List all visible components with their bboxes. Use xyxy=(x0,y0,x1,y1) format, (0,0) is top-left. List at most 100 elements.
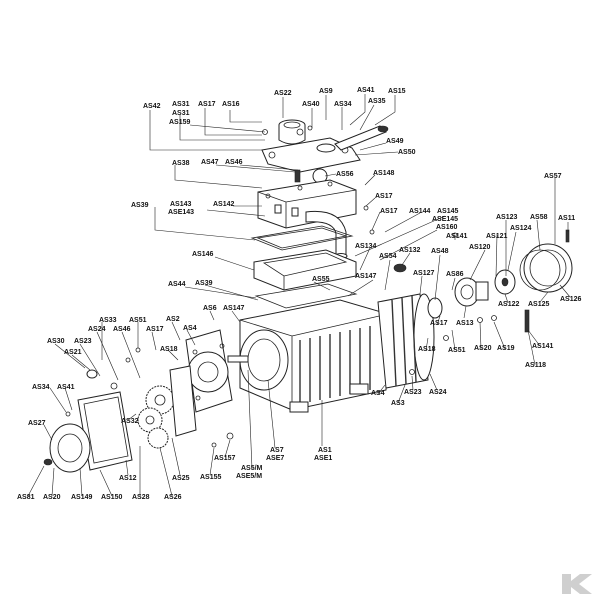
label-AS143: AS143 xyxy=(170,201,192,208)
label-AS23: AS23 xyxy=(74,338,92,345)
label-AS16: AS16 xyxy=(222,101,240,108)
label-AS46: AS46 xyxy=(113,326,131,333)
label-AS6: AS6 xyxy=(203,305,217,312)
lever xyxy=(334,125,387,151)
label-AS41: AS41 xyxy=(57,384,75,391)
label-AS51: AS51 xyxy=(448,347,466,354)
label-AS41: AS41 xyxy=(357,87,375,94)
label-AS2: AS2 xyxy=(166,316,180,323)
label-AS51: AS51 xyxy=(129,317,147,324)
label-AS15: AS15 xyxy=(388,88,406,95)
label-AS120: AS120 xyxy=(469,244,491,251)
rear-ring xyxy=(519,243,573,293)
label-AS39: AS39 xyxy=(195,280,213,287)
label-AS22: AS22 xyxy=(274,90,292,97)
gasket-upper xyxy=(250,225,354,251)
label-AS46: AS46 xyxy=(225,159,243,166)
label-AS35: AS35 xyxy=(368,98,386,105)
label-AS155: AS155 xyxy=(200,474,222,481)
label-AS42: AS42 xyxy=(143,103,161,110)
label-AS145: AS145 xyxy=(437,208,459,215)
label-AS55: AS55 xyxy=(312,276,330,283)
label-AS47: AS47 xyxy=(201,159,219,166)
label-AS150: AS150 xyxy=(101,494,123,501)
label-AS141: AS141 xyxy=(446,233,468,240)
label-AS26: AS26 xyxy=(164,494,182,501)
label-AS50: AS50 xyxy=(398,149,416,156)
label-ASE7: ASE7 xyxy=(266,455,284,462)
gear-set xyxy=(137,365,197,449)
filler-cap xyxy=(278,119,306,145)
label-AS39: AS39 xyxy=(131,202,149,209)
label-AS13: AS13 xyxy=(456,320,474,327)
label-AS134: AS134 xyxy=(355,243,377,250)
label-AS27: AS27 xyxy=(28,420,46,427)
frame xyxy=(253,249,357,291)
label-AS17: AS17 xyxy=(198,101,216,108)
bearing-assembly xyxy=(454,269,516,307)
brand-logo-mark xyxy=(562,574,592,594)
label-AS23: AS23 xyxy=(404,389,422,396)
label-AS146: AS146 xyxy=(192,251,214,258)
label-AS126: AS126 xyxy=(560,296,582,303)
brand-logo xyxy=(562,574,592,594)
callout-labels: AS42 AS31 AS17 AS16 AS31 AS159 AS22 AS9 … xyxy=(17,87,582,501)
label-AS31: AS31 xyxy=(172,110,190,117)
label-AS17: AS17 xyxy=(375,193,393,200)
label-AS49: AS49 xyxy=(386,138,404,145)
label-ASE5M: ASE5/M xyxy=(236,473,262,480)
label-AS81: AS81 xyxy=(17,494,35,501)
label-AS142: AS142 xyxy=(213,201,235,208)
label-AS132: AS132 xyxy=(399,247,421,254)
label-AS20: AS20 xyxy=(43,494,61,501)
label-AS7: AS7 xyxy=(270,447,284,454)
label-AS25: AS25 xyxy=(172,475,190,482)
label-AS54: AS54 xyxy=(379,253,397,260)
label-AS125: AS125 xyxy=(528,301,550,308)
label-AS40: AS40 xyxy=(302,101,320,108)
label-AS17: AS17 xyxy=(380,208,398,215)
label-AS48: AS48 xyxy=(431,248,449,255)
label-AS141: AS141 xyxy=(532,343,554,350)
gasket-lower xyxy=(254,283,358,309)
label-AS20: AS20 xyxy=(474,345,492,352)
label-AS24: AS24 xyxy=(88,326,106,333)
label-AS124: AS124 xyxy=(510,225,532,232)
label-AS31: AS31 xyxy=(172,101,190,108)
label-AS147: AS147 xyxy=(355,273,377,280)
label-AS9: AS9 xyxy=(319,88,333,95)
label-ASE1: ASE1 xyxy=(314,455,332,462)
label-AS148: AS148 xyxy=(373,170,395,177)
label-AS149: AS149 xyxy=(71,494,93,501)
main-housing xyxy=(227,299,389,413)
label-AS28: AS28 xyxy=(132,494,150,501)
part-drawings xyxy=(43,119,573,473)
label-AS4: AS4 xyxy=(183,325,197,332)
label-AS86: AS86 xyxy=(446,271,464,278)
label-AS12: AS12 xyxy=(119,475,137,482)
label-AS11: AS11 xyxy=(558,215,575,222)
label-AS56: AS56 xyxy=(336,171,354,178)
label-AS58: AS58 xyxy=(530,214,548,221)
label-AS57: AS57 xyxy=(544,173,562,180)
label-AS38: AS38 xyxy=(172,160,190,167)
front-cover xyxy=(43,423,91,473)
label-AS160: AS160 xyxy=(436,224,458,231)
label-AS32: AS32 xyxy=(121,418,139,425)
label-AS34: AS34 xyxy=(32,384,50,391)
label-ASE143: ASE143 xyxy=(168,209,194,216)
label-AS121: AS121 xyxy=(486,233,508,240)
label-AS24: AS24 xyxy=(429,389,447,396)
label-AS21: AS21 xyxy=(64,349,82,356)
label-AS144: AS144 xyxy=(409,208,431,215)
top-flange xyxy=(261,137,361,173)
label-AS44: AS44 xyxy=(168,281,186,288)
label-AS1: AS1 xyxy=(318,447,332,454)
label-AS34: AS34 xyxy=(334,101,352,108)
label-AS157: AS157 xyxy=(214,455,236,462)
label-ASE145: ASE145 xyxy=(432,216,458,223)
label-AS4: AS4 xyxy=(371,390,385,397)
label-AS127: AS127 xyxy=(413,270,435,277)
rear-motor xyxy=(377,263,443,389)
label-AS123: AS123 xyxy=(496,214,518,221)
